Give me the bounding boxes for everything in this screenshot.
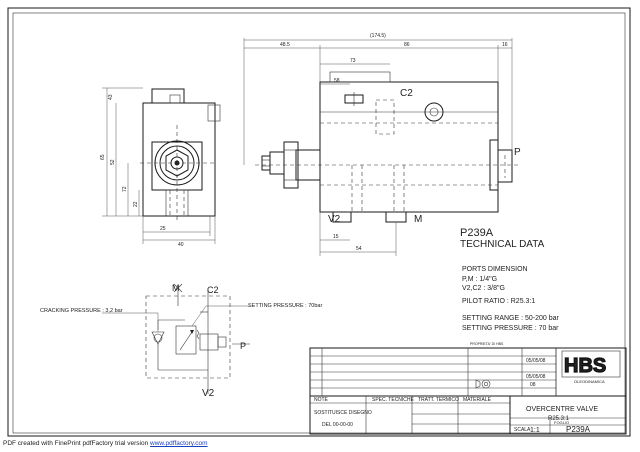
dim-65: 65: [100, 154, 106, 160]
dim-15: 15: [333, 234, 339, 240]
side-view: 43 65 52 72 22 25 40: [100, 87, 221, 248]
footer-link[interactable]: www.pdffactory.com: [150, 440, 208, 447]
dim-72: 72: [122, 186, 128, 192]
schematic-port-m: M: [172, 283, 180, 293]
schematic-port-p: P: [240, 341, 246, 351]
schematic-port-v2: V2: [202, 388, 215, 399]
port-label-v2: V2: [328, 214, 341, 225]
date-1: 05/05/08: [526, 358, 546, 364]
hydraulic-schematic: M C2 P V2 CRACKING PRESSURE : 3,2 bar SE…: [40, 283, 322, 399]
outer-border: [7, 7, 631, 437]
tratt-label: TRATT. TERMICO: [418, 397, 459, 403]
pilot-ratio: PILOT RATIO : R25.3:1: [462, 298, 535, 305]
footer-text: PDF created with FinePrint pdfFactory tr…: [3, 440, 149, 447]
date-2: 05/05/08: [526, 374, 546, 380]
revision: 08: [530, 382, 536, 388]
dim-58: 58: [334, 78, 340, 84]
port-label-p: P: [514, 147, 521, 158]
scale-label: SCALA: [514, 427, 531, 433]
port-pm-size: P,M : 1/4"G: [462, 276, 497, 283]
drawing-code: P239A: [460, 227, 494, 239]
legal-text: PROPRIETA' DI HBS: [470, 342, 504, 346]
cracking-pressure-label: CRACKING PRESSURE : 3,2 bar: [40, 308, 123, 314]
dim-total: (174.5): [370, 33, 386, 39]
drawing-subtitle: TECHNICAL DATA: [460, 239, 545, 250]
spec-label: SPEC. TECNICHE: [372, 397, 415, 403]
dim-40: 40: [178, 242, 184, 248]
dim-25: 25: [160, 226, 166, 232]
pdf-footer: PDF created with FinePrint pdfFactory tr…: [3, 440, 208, 447]
drawing-number: P239A: [566, 425, 591, 434]
drawing-title: OVERCENTRE VALVE: [526, 406, 598, 413]
dim-73: 73: [350, 58, 356, 64]
dim-22: 22: [133, 201, 139, 207]
hbs-logo: [561, 350, 621, 378]
dim-left: 48.5: [280, 42, 290, 48]
sostituisce-label: SOSTITUISCE DISEGNO: [314, 410, 372, 416]
dim-54: 54: [356, 246, 362, 252]
front-view: (174.5) 48.5 86 16 73 58 15 54 C2 P V2 M: [243, 33, 521, 256]
company-subtitle: OLEODINAMICA: [574, 379, 605, 384]
dim-52: 52: [110, 159, 116, 165]
materiale-label: MATERIALE: [463, 397, 492, 403]
setting-pressure-label: SETTING PRESSURE : 70bar: [248, 303, 322, 309]
title-block: PROPRIETA' DI HBS 05/05/08 05/05/08 08 H…: [309, 342, 627, 435]
company-name: HBS: [564, 355, 606, 377]
setting-range: SETTING RANGE : 50-200 bar: [462, 315, 560, 322]
schematic-port-c2: C2: [207, 285, 219, 295]
port-v2c2-size: V2,C2 : 3/8"G: [462, 285, 505, 292]
inner-border: [12, 12, 626, 434]
technical-data-block: P239A TECHNICAL DATA PORTS DIMENSION P,M…: [460, 227, 560, 332]
dim-middle: 86: [404, 42, 410, 48]
dim-right: 16: [502, 42, 508, 48]
scale-value: 1:1: [530, 427, 540, 434]
projection-symbol: [481, 379, 491, 389]
dim-43: 43: [108, 94, 114, 100]
port-label-c2: C2: [400, 88, 413, 99]
del-label: DEL 00-00-00: [322, 422, 353, 428]
sheet-label: FOGLIO: [554, 420, 569, 425]
ports-heading: PORTS DIMENSION: [462, 266, 528, 273]
setting-pressure: SETTING PRESSURE : 70 bar: [462, 325, 559, 332]
drawing-title-sub: R25.3:1: [548, 416, 570, 422]
port-label-m: M: [414, 214, 422, 225]
note-label: NOTE: [314, 397, 329, 403]
